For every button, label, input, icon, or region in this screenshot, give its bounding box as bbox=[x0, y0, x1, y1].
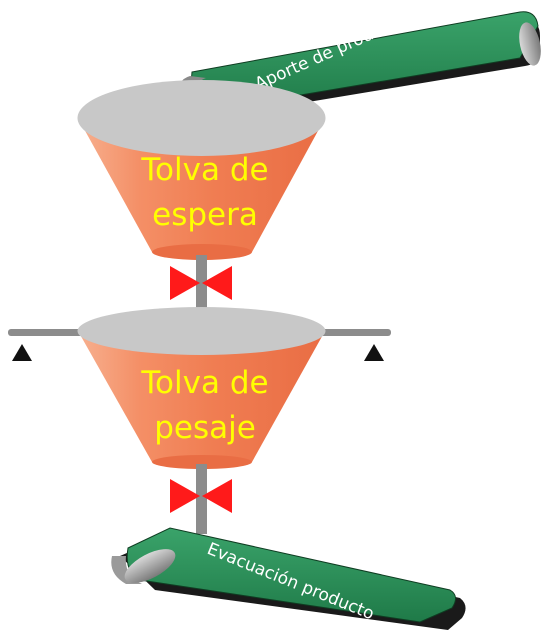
bottom-hopper: Tolva de pesaje bbox=[77, 307, 326, 469]
bottom-hopper-body bbox=[78, 331, 325, 462]
right-support-icon bbox=[364, 344, 384, 361]
top-hopper-opening bbox=[77, 80, 326, 156]
transfer-pipe bbox=[196, 255, 207, 340]
top-hopper: Tolva de espera bbox=[77, 80, 326, 260]
lower-valve-icon bbox=[170, 479, 232, 513]
bottom-hopper-label-line2: pesaje bbox=[154, 410, 256, 446]
left-support-icon bbox=[12, 344, 32, 361]
bottom-hopper-opening bbox=[77, 307, 326, 355]
bottom-hopper-label-line1: Tolva de bbox=[140, 365, 268, 401]
top-hopper-label-line1: Tolva de bbox=[140, 152, 268, 188]
discharge-conveyor: Evacuación producto bbox=[111, 527, 466, 630]
discharge-pipe bbox=[196, 464, 207, 534]
top-hopper-body bbox=[78, 118, 325, 252]
top-hopper-label-line2: espera bbox=[152, 197, 258, 233]
upper-valve-icon bbox=[170, 266, 232, 300]
